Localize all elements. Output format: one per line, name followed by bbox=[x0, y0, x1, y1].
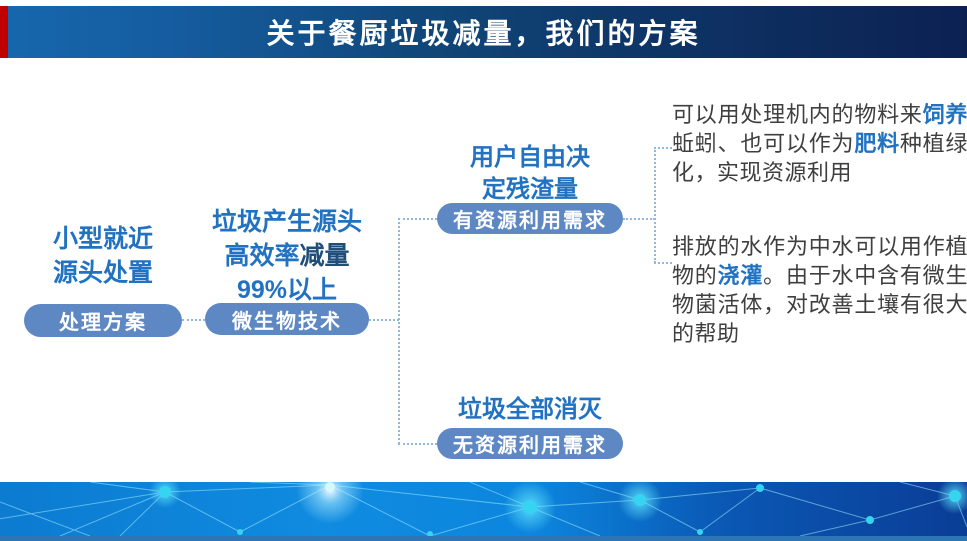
title-bar: 关于餐厨垃圾减量，我们的方案 bbox=[0, 6, 967, 58]
dotted-connector-outcome-top bbox=[654, 147, 672, 149]
network-banner-graphic bbox=[0, 456, 967, 537]
branch-top-heading-line2: 定残渣量 bbox=[482, 176, 578, 203]
slide-title: 关于餐厨垃圾减量，我们的方案 bbox=[266, 19, 701, 50]
pill-no-resource-need: 无资源利用需求 bbox=[437, 428, 623, 459]
pill-processing-plan: 处理方案 bbox=[24, 304, 182, 337]
step2-heading: 垃圾产生源头 高效率减量 99%以上 bbox=[198, 205, 376, 307]
dotted-connector-outcome-stub bbox=[623, 218, 655, 220]
dotted-connector-branch-vertical bbox=[398, 218, 400, 444]
branch-top-heading-line1: 用户自由决 bbox=[470, 144, 590, 171]
step1-heading-line1: 小型就近 bbox=[52, 225, 153, 253]
step1-heading: 小型就近 源头处置 bbox=[22, 222, 184, 290]
step2-heading-line2: 高效率减量 bbox=[224, 242, 350, 270]
outcome-paragraph-water: 排放的水作为中水可以用作植物的浇灌。由于水中含有微生物菌活体，对改善土壤有很大的… bbox=[672, 234, 967, 346]
dotted-connector-branch-top bbox=[398, 218, 437, 220]
dotted-connector-outcome-bottom bbox=[654, 262, 672, 264]
step1-heading-line2: 源头处置 bbox=[52, 259, 153, 287]
outcome-paragraph-fertilizer: 可以用处理机内的物料来饲养蚯蚓、也可以作为肥料种植绿化，实现资源利用 bbox=[672, 102, 967, 185]
dotted-connector-step2-branch bbox=[369, 319, 399, 321]
dotted-connector-branch-bottom bbox=[398, 443, 437, 445]
branch-top-heading: 用户自由决 定残渣量 bbox=[445, 142, 615, 206]
step2-heading-line1: 垃圾产生源头 bbox=[211, 208, 362, 236]
branch-bottom-heading: 垃圾全部消灭 bbox=[458, 396, 602, 423]
network-banner bbox=[0, 456, 967, 537]
dotted-connector-outcome-vertical bbox=[654, 147, 656, 263]
dotted-connector-step1-step2 bbox=[182, 319, 205, 321]
bottom-edge-strip bbox=[0, 536, 967, 541]
step2-heading-line3: 99%以上 bbox=[236, 276, 338, 304]
pill-resource-need: 有资源利用需求 bbox=[437, 203, 623, 234]
red-accent-bar bbox=[0, 6, 8, 58]
pill-microbial-technology: 微生物技术 bbox=[205, 303, 369, 335]
